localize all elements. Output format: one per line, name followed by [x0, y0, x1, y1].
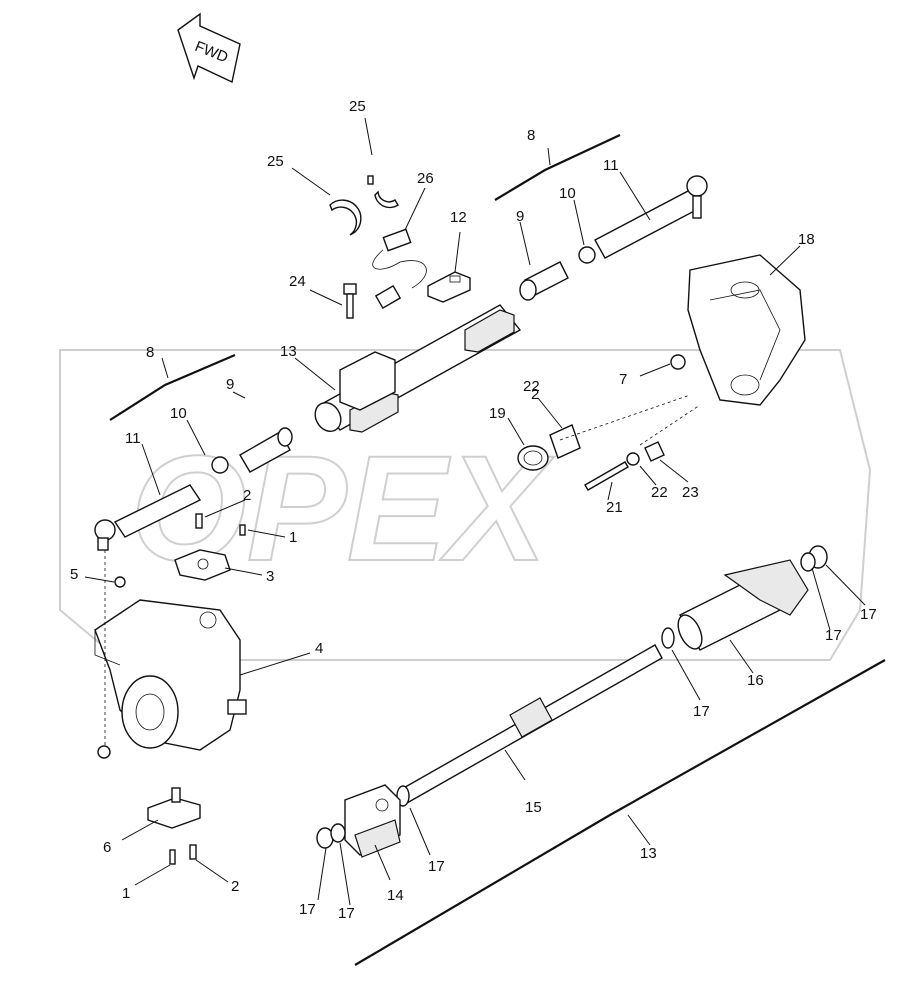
fwd-arrow: FWD	[177, 12, 241, 84]
callout-3: 3	[266, 568, 274, 585]
callout-18: 18	[798, 231, 815, 248]
callout-15: 15	[525, 799, 542, 816]
callout-17-d: 17	[428, 858, 445, 875]
callout-25-top: 25	[349, 98, 366, 115]
callout-22: 22	[651, 484, 668, 501]
callout-6: 6	[103, 839, 111, 856]
callout-11-left: 11	[125, 430, 141, 447]
callout-24: 24	[289, 273, 306, 290]
callout-16: 16	[747, 672, 764, 689]
callout-17-b: 17	[825, 627, 842, 644]
callout-17-e: 17	[299, 901, 316, 918]
callout-19: 19	[489, 405, 506, 422]
callout-10-left: 10	[170, 405, 187, 422]
leader-lines	[84, 117, 866, 906]
callout-14: 14	[387, 887, 404, 904]
left-knuckle	[94, 599, 247, 751]
right-knuckle	[687, 254, 806, 406]
bracket-8-top	[494, 134, 621, 201]
callout-10-top: 10	[559, 185, 576, 202]
tie-rod-right	[519, 175, 708, 301]
bushings	[517, 424, 581, 471]
callout-4: 4	[315, 640, 323, 657]
bracket-8-left	[109, 353, 236, 421]
callout-8-left: 8	[146, 344, 154, 361]
callout-9-top: 9	[516, 208, 524, 225]
callout-5: 5	[70, 566, 78, 583]
callout-8-top: 8	[527, 127, 535, 144]
callout-9-left: 9	[226, 376, 234, 393]
callout-2-mid: 2	[243, 487, 251, 504]
tie-rod-left	[94, 427, 293, 551]
clip	[427, 271, 471, 303]
callout-12: 12	[450, 209, 467, 226]
bracket-13-bottom	[354, 659, 886, 966]
plate-6	[147, 787, 201, 865]
callout-2-upper: 2	[531, 386, 539, 403]
bolt-24	[343, 283, 357, 319]
callout-17-c: 17	[860, 606, 877, 623]
snap-rings	[329, 175, 399, 236]
callout-7: 7	[619, 371, 627, 388]
sensor	[372, 228, 427, 310]
tube-16	[661, 545, 828, 651]
nut-5	[114, 576, 126, 588]
callout-1-mid: 1	[289, 529, 297, 546]
callout-17-a: 17	[693, 703, 710, 720]
callout-22-upper: 22	[523, 378, 540, 395]
callout-2-bottom: 2	[231, 878, 239, 895]
callout-11-top: 11	[603, 157, 619, 174]
callout-26: 26	[417, 170, 434, 187]
callout-labels: 25 25 26 12 24 8 10 9 11 18 7 22 2 19 21…	[70, 98, 877, 922]
callout-17-f: 17	[338, 905, 355, 922]
nut-bottom	[97, 745, 111, 759]
bracket-14	[316, 784, 401, 858]
callout-13-bottom: 13	[640, 845, 657, 862]
bolt-2-top	[195, 513, 203, 529]
callout-1-bottom: 1	[122, 885, 130, 902]
callout-25-left: 25	[267, 153, 284, 170]
grease-fitting-1-top	[239, 524, 246, 536]
upper-cylinder	[314, 304, 522, 433]
callout-21: 21	[606, 499, 623, 516]
plate-3	[174, 549, 231, 581]
shaft-15	[396, 644, 663, 807]
bolt-nut-spacer	[559, 394, 701, 491]
nut-7	[670, 354, 686, 370]
callout-13-top: 13	[280, 343, 297, 360]
callout-23: 23	[682, 484, 699, 501]
